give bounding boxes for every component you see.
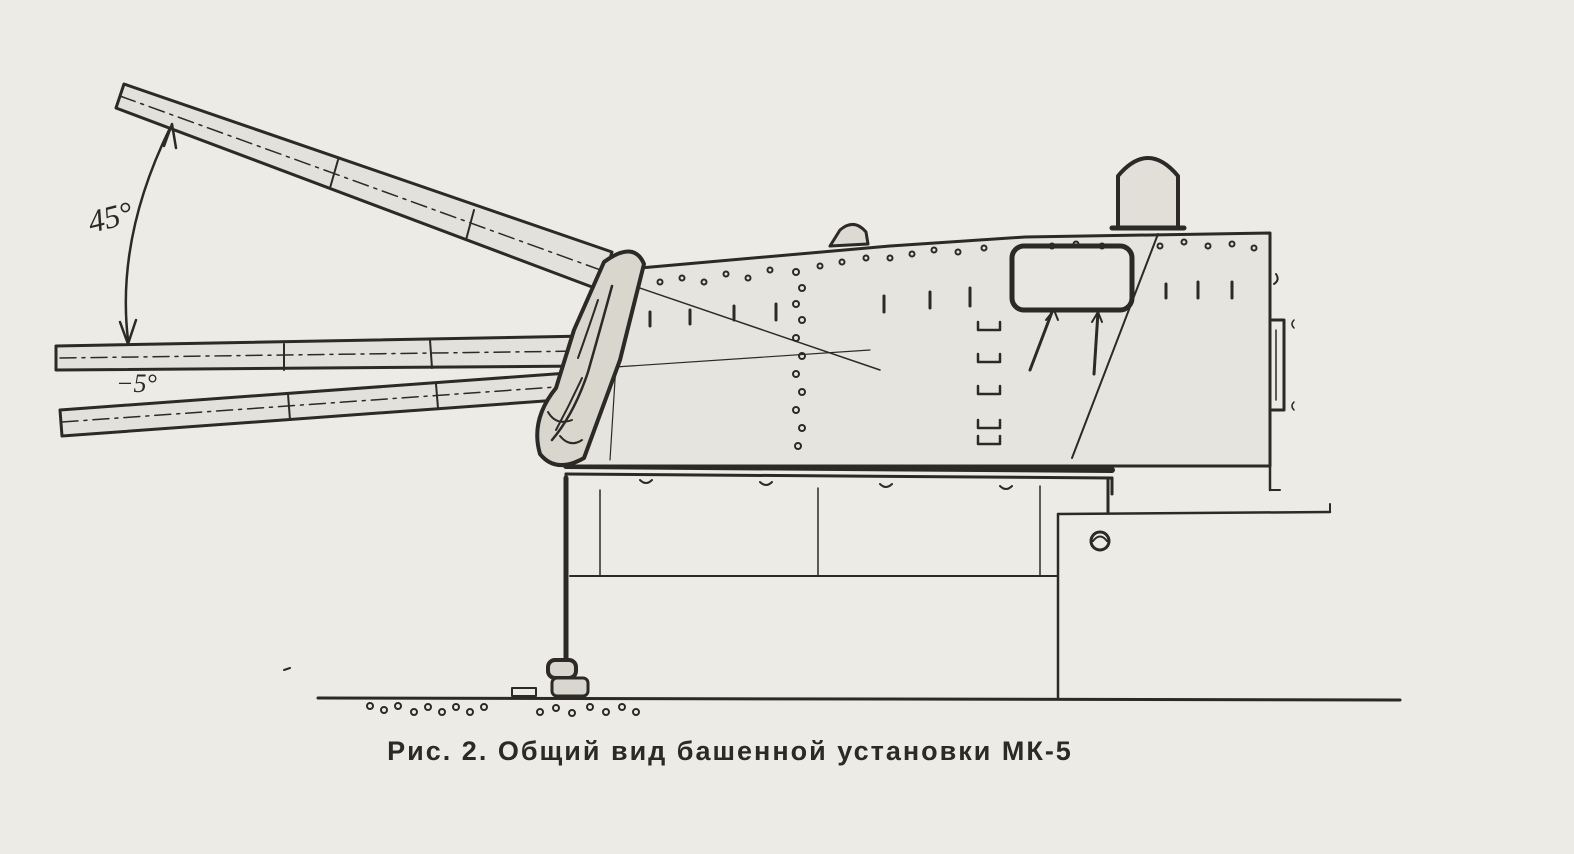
side-hatch bbox=[1009, 243, 1135, 313]
stray-mark bbox=[283, 667, 291, 671]
angle-lower-label: −5° bbox=[116, 369, 157, 398]
ground bbox=[316, 696, 1402, 717]
gravel bbox=[366, 702, 640, 717]
arrowhead-up bbox=[162, 122, 178, 150]
periscope-hood bbox=[828, 223, 870, 248]
figure-caption: Рис. 2. Общий вид башенной установки МК-… bbox=[387, 736, 1073, 766]
angle-upper-label: 45° bbox=[84, 194, 136, 240]
arrowhead-down bbox=[118, 318, 138, 346]
roof-rivets bbox=[656, 238, 1258, 286]
rivet-column bbox=[792, 268, 806, 450]
barrel-horizontal bbox=[54, 334, 590, 372]
turret-housing bbox=[570, 156, 1295, 492]
turret-platform bbox=[563, 463, 1115, 496]
vision-slits bbox=[648, 280, 1234, 328]
rangefinder-dome bbox=[1109, 156, 1187, 231]
elevation-arc bbox=[118, 122, 178, 346]
hatch-ring bbox=[1089, 530, 1111, 552]
foundation bbox=[511, 475, 1332, 700]
gun-mantlet bbox=[535, 249, 646, 467]
rear-door bbox=[1270, 318, 1286, 412]
ladder-rungs bbox=[976, 320, 1002, 446]
barrel-elevated-45 bbox=[114, 82, 614, 292]
